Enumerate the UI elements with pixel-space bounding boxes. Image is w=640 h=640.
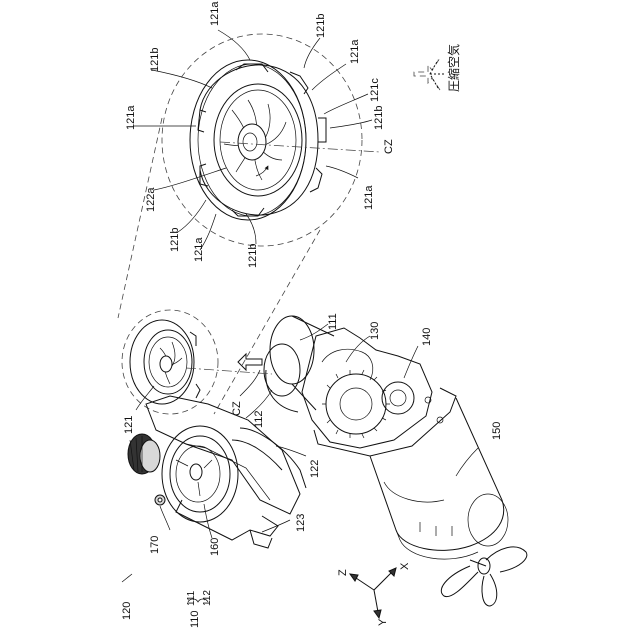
label-121b-right: 121b [373, 106, 385, 130]
label-130: 130 [369, 322, 381, 340]
label-axis-x: X [399, 562, 411, 570]
label-121b-top: 121b [315, 14, 327, 38]
label-121b-upperleft: 121b [149, 48, 161, 72]
detail-view [162, 34, 362, 246]
label-123: 123 [295, 514, 307, 532]
label-170: 170 [149, 536, 161, 554]
label-122: 122 [309, 460, 321, 478]
label-112: 112 [253, 410, 265, 428]
motor-assembly [264, 316, 527, 606]
label-121a-top: 121a [209, 1, 221, 26]
airflow-arrow-legend [414, 58, 444, 90]
part-111-cover [270, 316, 314, 384]
axis-triad [350, 568, 396, 618]
label-121c: 121c [369, 78, 381, 102]
airflow-arrow-main [238, 354, 262, 370]
label-110: 110 [189, 610, 201, 628]
label-150: 150 [491, 422, 503, 440]
label-compressed-air: 圧縮空気 [446, 44, 461, 92]
label-121a-right1: 121a [349, 39, 361, 64]
label-111: 111 [327, 313, 339, 330]
label-cz-mid: CZ [231, 401, 243, 416]
label-121a-bottomleft: 121a [193, 237, 205, 262]
detail-leader-upper [118, 118, 162, 318]
label-112-legend: 112 [202, 590, 213, 606]
label-cz-top: CZ [383, 139, 395, 154]
part-122-housing [146, 396, 300, 514]
label-121: 121 [123, 416, 135, 434]
part-123-base [176, 500, 278, 540]
label-121a-left: 121a [125, 105, 137, 130]
labels: 圧縮空気 121a 121b 121b 121a 121c 121b CZ 12… [121, 1, 503, 628]
part-130-frame [302, 328, 432, 448]
label-140: 140 [421, 328, 433, 346]
gear-large [326, 374, 386, 434]
label-120: 120 [121, 602, 133, 620]
propeller [441, 547, 527, 606]
label-121a-right2: 121a [363, 185, 375, 210]
gear-small [382, 382, 414, 414]
label-121b-bottom: 121b [247, 244, 259, 268]
nozzle-assembly [122, 310, 306, 548]
label-axis-y: Y [377, 618, 389, 626]
part-112-cover [264, 344, 300, 396]
label-axis-z: Z [337, 569, 349, 576]
label-111-legend: 111 [186, 590, 197, 606]
label-160: 160 [209, 538, 221, 556]
knob [128, 434, 160, 474]
detail-hub [238, 124, 266, 160]
label-122a: 122a [145, 187, 157, 212]
leader-lines [122, 30, 478, 582]
label-121b-left: 121b [169, 228, 181, 252]
cz-axis-lower [186, 368, 272, 374]
